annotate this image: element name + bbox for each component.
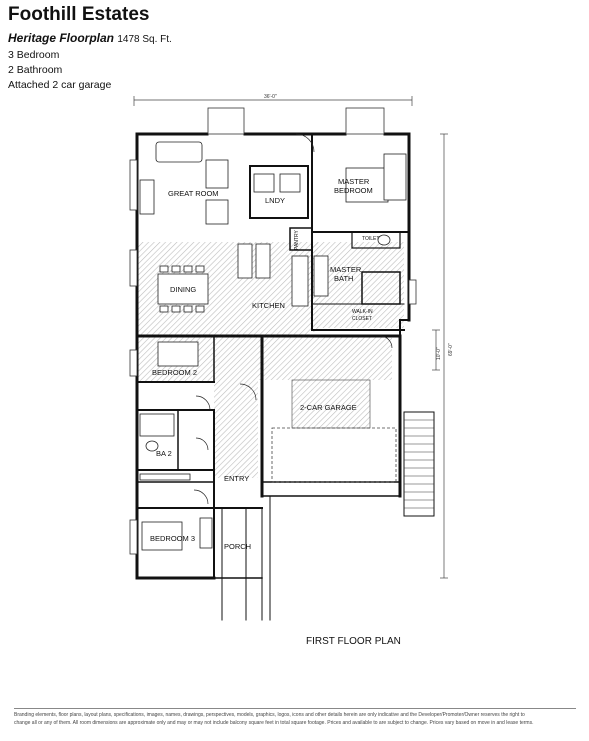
disclaimer-line-2: change all or any of them. All room dime… [14,720,534,726]
washer-icon [253,173,275,193]
spec-garage: Attached 2 car garage [8,79,112,91]
vanity-icon [313,255,329,297]
room-label-walkin-2: CLOSET [352,316,372,322]
dining-table-icon [157,273,209,305]
kitchen-counter-icon [291,255,309,307]
room-label-great-room: GREAT ROOM [168,189,219,198]
dryer-icon [279,173,301,193]
bedroom2-bed-icon [157,341,199,367]
armchair-icon-2 [205,199,229,225]
room-label-porch: PORCH [224,542,251,551]
room-label-bedroom-3: BEDROOM 3 [150,534,195,543]
toilet-icon-2 [145,440,159,452]
room-label-entry: ENTRY [224,474,249,483]
plan-sqft: 1478 Sq. Ft. [117,34,172,45]
page-header: Foothill Estates Heritage Floorplan 1478… [8,4,172,93]
room-label-pantry: PANTRY [294,230,300,250]
room-label-walkin-1: WALK-IN [352,309,373,315]
windows [129,107,417,555]
garage-inner-outline [291,379,371,429]
room-label-master-bath-2: BATH [334,274,353,283]
master-bed-icon [345,167,389,203]
floor-plan-title: FIRST FLOOR PLAN [306,636,401,647]
plan-name: Heritage Floorplan [8,31,115,45]
room-label-dining: DINING [170,285,196,294]
door-swings [193,133,393,505]
room-label-master-bath-1: MASTER [330,265,362,274]
stair-treads [404,419,434,509]
armchair-icon [205,159,229,189]
depth-dimension: 69'-0" [448,343,454,356]
disclaimer: Branding elements, floor plans, layout p… [14,708,576,727]
furniture [139,141,407,551]
bathtub-icon [139,413,175,437]
bedroom3-bed-icon [141,521,183,551]
room-label-master-bedroom-1: MASTER [338,177,370,186]
spec-bedrooms: 3 Bedroom [8,49,60,61]
sofa-icon [155,141,203,163]
spec-bathrooms: 2 Bathroom [8,64,63,76]
plan-line: Heritage Floorplan 1478 Sq. Ft. [8,30,172,48]
room-label-kitchen: KITCHEN [252,301,285,310]
toilet-icon [377,234,391,246]
dimension-lines [133,96,448,579]
room-label-bath-2: BA 2 [156,449,172,458]
disclaimer-line-1: Branding elements, floor plans, layout p… [14,712,525,718]
room-label-bedroom-2: BEDROOM 2 [152,368,197,377]
room-label-garage: 2-CAR GARAGE [300,403,357,412]
room-label-toilet: TOILET [362,236,379,242]
room-label-laundry: LNDY [265,196,285,205]
garage-door-outline [271,427,397,483]
side-table-icon [139,179,155,215]
garage-offset-dimension: 10'-0" [436,347,442,360]
width-dimension: 36'-0" [264,94,277,100]
kitchen-island-icon [237,243,253,279]
community-title: Foothill Estates [8,4,150,25]
room-label-master-bedroom-2: BEDROOM [334,186,373,195]
